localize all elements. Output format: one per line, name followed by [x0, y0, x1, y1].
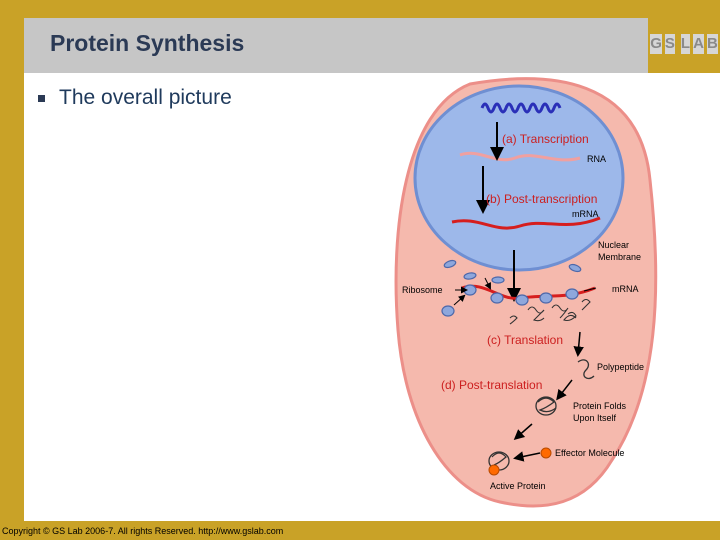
- ribosome-subunit: [491, 276, 505, 284]
- logo-letter-g: G: [650, 34, 662, 54]
- left-frame-bar: [0, 0, 24, 540]
- gslab-logo: G S L A B: [650, 31, 718, 57]
- slide-title: Protein Synthesis: [50, 30, 245, 56]
- ribosome-subunit: [463, 272, 477, 280]
- logo-letter-l: L: [680, 34, 691, 54]
- ribosome-subunit: [539, 292, 553, 304]
- mrna-cytoplasm-label: mRNA: [612, 284, 639, 294]
- ribosome-label: Ribosome: [402, 285, 443, 295]
- nucleus: [413, 84, 625, 272]
- bullet-text: The overall picture: [59, 86, 232, 109]
- folded-protein: [535, 396, 557, 416]
- logo-letter-s: S: [664, 34, 675, 54]
- dna-coil: [480, 102, 562, 114]
- nuclear-membrane-label-1: Nuclear: [598, 240, 629, 250]
- rna-strand: [459, 151, 581, 162]
- nascent-polypeptides: [509, 298, 591, 325]
- mrna-strand-nucleus: [451, 216, 601, 230]
- title-banner: [24, 18, 648, 73]
- mrna-nucleus-label: mRNA: [572, 209, 599, 219]
- logo-letter-b: B: [706, 34, 718, 54]
- logo-letter-a: A: [693, 34, 704, 54]
- translation-arrow: [573, 331, 584, 357]
- protein-folds-label-2: Upon Itself: [573, 413, 617, 423]
- transcription-label: (a) Transcription: [502, 132, 589, 146]
- post-transcription-label: (b) Post-transcription: [486, 192, 597, 206]
- top-frame-bar: [0, 0, 720, 18]
- ribosome-subunit: [565, 288, 579, 300]
- ribosome-subunit: [568, 263, 582, 273]
- polypeptide-chain: [577, 359, 595, 380]
- rna-label: RNA: [587, 154, 606, 164]
- post-translation-label: (d) Post-translation: [441, 378, 542, 392]
- ribosome-subunit: [515, 294, 529, 306]
- ribosome-subunit: [490, 292, 504, 304]
- active-protein-label: Active Protein: [490, 481, 546, 491]
- effector-arrow: [513, 451, 541, 462]
- ribosome-subunit: [441, 305, 455, 317]
- effector-molecule-dot: [540, 447, 552, 459]
- post-translation-arrow: [556, 379, 573, 401]
- copyright-footer: Copyright © GS Lab 2006-7. All rights Re…: [2, 526, 284, 536]
- bullet-square-icon: [38, 94, 45, 102]
- bullet-item: The overall picture: [38, 86, 232, 110]
- active-protein: [488, 451, 510, 476]
- translation-label: (c) Translation: [487, 333, 563, 347]
- polypeptide-label: Polypeptide: [597, 362, 644, 372]
- protein-synthesis-diagram: (a) Transcription RNA (b) Post-transcrip…: [394, 77, 658, 508]
- bottom-frame-bar: [0, 521, 720, 540]
- protein-folds-label-1: Protein Folds: [573, 401, 627, 411]
- folding-arrow: [513, 423, 533, 440]
- nuclear-membrane-label-2: Membrane: [598, 252, 641, 262]
- effector-molecule-label: Effector Molecule: [555, 448, 624, 458]
- ribosome-subunit: [443, 259, 457, 269]
